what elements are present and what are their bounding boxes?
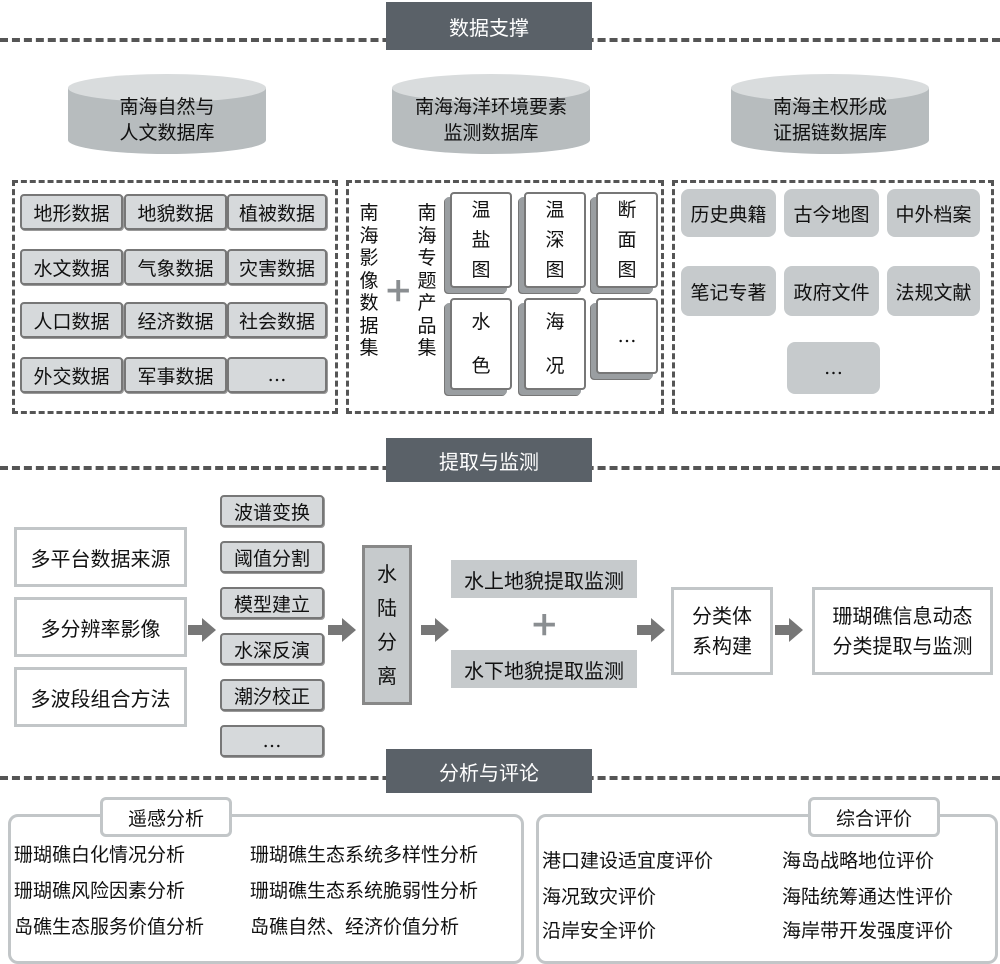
database-label-line1: 南海海洋环境要素 — [414, 96, 567, 118]
product-card-temp-salinity: 温盐图 — [450, 192, 512, 288]
evidence-item-historical-books: 历史典籍 — [681, 189, 776, 237]
remote-sensing-analysis-panel — [8, 814, 524, 964]
data-item-more: … — [227, 357, 327, 393]
data-item-landform: 地貌数据 — [124, 194, 227, 230]
arrow-right-icon — [775, 618, 803, 642]
land-water-separation-box: 水 陆 分 离 — [362, 545, 412, 705]
database-label-line2: 证据链数据库 — [772, 122, 887, 144]
evaluation-item: 海况致灾评价 — [542, 886, 657, 908]
evaluation-item: 海岛战略地位评价 — [782, 850, 935, 872]
evidence-item-notes: 笔记专著 — [681, 266, 776, 316]
data-item-population: 人口数据 — [20, 302, 123, 338]
data-item-diplomacy: 外交数据 — [20, 357, 123, 393]
data-item-military: 军事数据 — [124, 357, 227, 393]
remote-sensing-analysis-title: 遥感分析 — [100, 797, 232, 837]
method-more: … — [220, 725, 324, 757]
product-card-sea-state: 海况 — [524, 298, 586, 390]
method-depth-inversion: 水深反演 — [220, 633, 324, 665]
classification-system-box: 分类体 系构建 — [671, 587, 773, 675]
evidence-item-maps: 古今地图 — [784, 189, 879, 237]
section-title-analysis-review: 分析与评论 — [386, 749, 592, 793]
product-card-section: 断面图 — [596, 192, 658, 288]
analysis-item: 珊瑚礁风险因素分析 — [14, 880, 186, 902]
evaluation-item: 沿岸安全评价 — [542, 920, 657, 942]
data-item-hydrology: 水文数据 — [20, 249, 123, 285]
reef-monitoring-result-box: 珊瑚礁信息动态 分类提取与监测 — [812, 587, 993, 675]
arrow-right-icon — [328, 618, 356, 642]
natural-human-data-panel — [12, 180, 338, 414]
method-tide-correction: 潮汐校正 — [220, 679, 324, 711]
evaluation-item: 海岸带开发强度评价 — [782, 920, 954, 942]
database-ocean-env: 南海海洋环境要素 监测数据库 — [392, 74, 590, 170]
database-sovereignty: 南海主权形成 证据链数据库 — [731, 74, 929, 170]
comprehensive-evaluation-title: 综合评价 — [808, 797, 940, 837]
data-item-weather: 气象数据 — [124, 249, 227, 285]
section-title-data-support: 数据支撑 — [386, 2, 592, 50]
data-item-terrain: 地形数据 — [20, 194, 123, 230]
method-threshold-segmentation: 阈值分割 — [220, 541, 324, 573]
plus-icon: + — [530, 604, 559, 644]
above-water-landform-monitoring: 水上地貌提取监测 — [451, 560, 637, 598]
method-spectral-transform: 波谱变换 — [220, 495, 324, 527]
product-card-water-color: 水色 — [450, 298, 512, 390]
evidence-item-gov-docs: 政府文件 — [784, 266, 879, 316]
below-water-landform-monitoring: 水下地貌提取监测 — [451, 650, 637, 688]
ocean-env-data-panel — [346, 180, 664, 414]
evaluation-item: 海陆统筹通达性评价 — [782, 886, 954, 908]
analysis-item: 珊瑚礁白化情况分析 — [14, 844, 186, 866]
evidence-data-panel — [672, 180, 994, 414]
evidence-item-more: … — [787, 342, 880, 394]
database-natural-human: 南海自然与 人文数据库 — [68, 74, 266, 170]
data-item-vegetation: 植被数据 — [227, 194, 327, 230]
data-item-society: 社会数据 — [227, 302, 327, 338]
evidence-item-regulations: 法规文献 — [887, 266, 980, 316]
arrow-right-icon — [637, 618, 665, 642]
plus-icon: + — [384, 270, 413, 310]
source-multi-platform: 多平台数据来源 — [14, 527, 187, 587]
database-label-line1: 南海主权形成 — [772, 96, 887, 118]
database-label-line2: 监测数据库 — [443, 122, 539, 144]
arrow-right-icon — [421, 618, 449, 642]
data-item-disaster: 灾害数据 — [227, 249, 327, 285]
analysis-item: 珊瑚礁生态系统多样性分析 — [250, 844, 479, 866]
database-label-line1: 南海自然与 — [119, 96, 215, 118]
arrow-right-icon — [188, 618, 216, 642]
source-multi-band: 多波段组合方法 — [14, 667, 187, 727]
analysis-item: 珊瑚礁生态系统脆弱性分析 — [250, 880, 479, 902]
analysis-item: 岛礁生态服务价值分析 — [14, 916, 205, 938]
evaluation-item: 港口建设适宜度评价 — [542, 850, 714, 872]
database-label-line2: 人文数据库 — [119, 122, 215, 144]
data-item-economy: 经济数据 — [124, 302, 227, 338]
section-title-extract-monitor: 提取与监测 — [386, 438, 592, 482]
comprehensive-evaluation-panel — [536, 814, 998, 964]
imagery-dataset-label: 南海影像数据集 — [359, 202, 379, 359]
method-model-building: 模型建立 — [220, 587, 324, 619]
analysis-item: 岛礁自然、经济价值分析 — [250, 916, 460, 938]
source-multi-resolution: 多分辨率影像 — [14, 597, 187, 657]
product-card-temp-depth: 温深图 — [524, 192, 586, 288]
evidence-item-archives: 中外档案 — [887, 189, 980, 237]
thematic-products-label: 南海专题产品集 — [417, 202, 437, 359]
product-card-more: … — [596, 298, 658, 374]
